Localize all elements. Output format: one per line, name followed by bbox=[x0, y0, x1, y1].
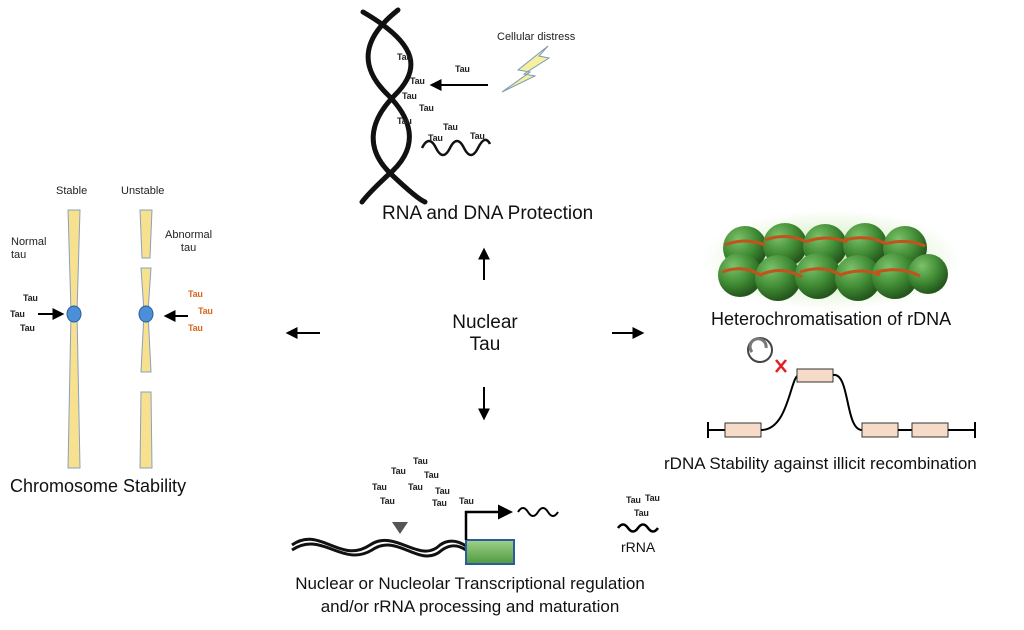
tau-token: Tau bbox=[410, 76, 425, 86]
nucleosome-icon bbox=[702, 210, 962, 310]
tau-token: Tau bbox=[459, 496, 474, 506]
tau-token: Tau bbox=[380, 496, 395, 506]
heterochromatin-caption: Heterochromatisation of rDNA bbox=[711, 309, 952, 329]
stable-label: Stable bbox=[56, 185, 88, 197]
tau-token: Tau bbox=[428, 133, 443, 143]
tau-token: Tau bbox=[634, 508, 649, 518]
tau-token: Tau bbox=[419, 103, 434, 113]
tau-token: Tau bbox=[413, 456, 428, 466]
tau-token: Tau bbox=[435, 486, 450, 496]
transcription-caption-line2: and/or rRNA processing and maturation bbox=[320, 597, 620, 616]
tau-token: Tau bbox=[443, 122, 458, 132]
stable-chromosome bbox=[66, 209, 82, 469]
transcription-caption-line1: Nuclear or Nucleolar Transcriptional reg… bbox=[295, 574, 645, 593]
normal-tau-label: Normal tau bbox=[11, 236, 47, 261]
tau-token: Tau bbox=[397, 52, 412, 62]
tau-token: Tau bbox=[470, 131, 485, 141]
rdna-diagram bbox=[707, 337, 976, 438]
rrna-label: rRNA bbox=[621, 539, 656, 555]
unstable-label: Unstable bbox=[121, 185, 165, 197]
rrna-strand bbox=[616, 523, 660, 533]
dna-helix bbox=[359, 7, 428, 205]
tau-token: Tau bbox=[645, 493, 660, 503]
abnormal-tau-token: Tau bbox=[188, 289, 203, 299]
abnormal-tau-label: Abnormal tau bbox=[165, 229, 213, 254]
distress-label: Cellular distress bbox=[497, 31, 576, 43]
tau-token: Tau bbox=[372, 482, 387, 492]
tau-token: Tau bbox=[397, 116, 412, 126]
tau-token: Tau bbox=[23, 293, 38, 303]
tau-token: Tau bbox=[10, 309, 25, 319]
tau-token: Tau bbox=[432, 498, 447, 508]
lightning-icon bbox=[501, 45, 551, 93]
unstable-chromosome bbox=[138, 209, 154, 469]
tau-token: Tau bbox=[408, 482, 423, 492]
tau-token: Tau bbox=[626, 495, 641, 505]
center-label: Nuclear Tau bbox=[452, 312, 518, 355]
tau-token: Tau bbox=[20, 323, 35, 333]
rdna-caption: rDNA Stability against illicit recombina… bbox=[664, 454, 977, 473]
gene-box bbox=[465, 539, 515, 565]
center-arrows bbox=[285, 247, 645, 421]
rna-strand bbox=[420, 138, 492, 157]
abnormal-tau-token: Tau bbox=[188, 323, 203, 333]
tau-token: Tau bbox=[424, 470, 439, 480]
chromosome-caption: Chromosome Stability bbox=[10, 476, 187, 496]
transcription-diagram bbox=[291, 498, 660, 565]
abnormal-tau-token: Tau bbox=[198, 306, 213, 316]
tau-token: Tau bbox=[455, 64, 470, 74]
tau-token: Tau bbox=[391, 466, 406, 476]
tau-token: Tau bbox=[402, 91, 417, 101]
rna-dna-caption: RNA and DNA Protection bbox=[382, 203, 594, 224]
cross-icon bbox=[775, 359, 787, 373]
